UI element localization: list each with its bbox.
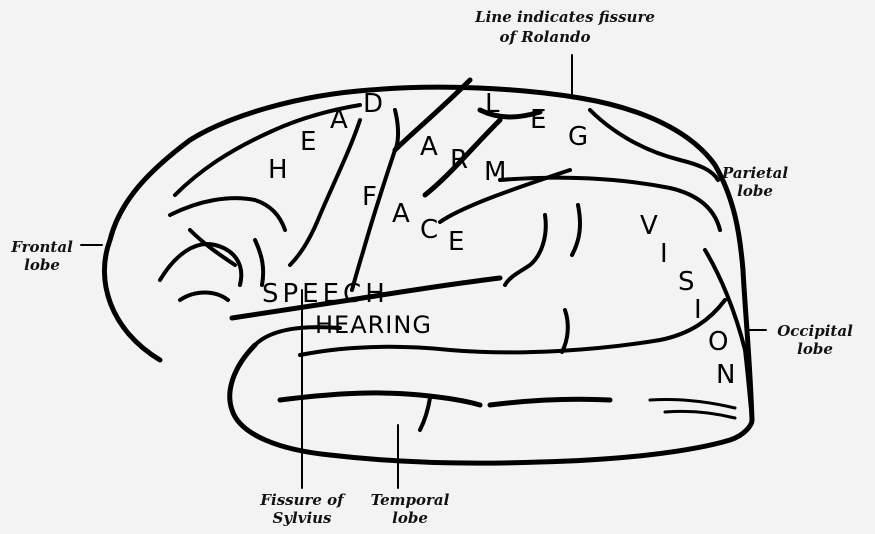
supramarginal-curl: [505, 215, 546, 285]
temporal-fork: [420, 398, 430, 430]
rolando-label-line2: of Rolando: [500, 28, 591, 46]
sylvius-label-line1: Fissure of: [259, 491, 346, 509]
region-hearing: HEARING: [315, 311, 432, 339]
rolando-label-line1: Line indicates fissure: [474, 8, 655, 26]
occipital-label-line1: Occipital: [777, 322, 853, 340]
inferior-temporal-sulcus: [280, 393, 610, 405]
arm-face-sulcus: [352, 150, 395, 290]
intraparietal-sulcus: [500, 178, 720, 230]
region-speech: SPEECH: [262, 279, 389, 309]
temporal-label-line2: lobe: [392, 509, 428, 527]
rolando-branch: [395, 110, 398, 150]
leg-sulcus: [425, 110, 540, 195]
frontal-label-line1: Frontal: [10, 238, 73, 256]
parietal-label-line2: lobe: [737, 182, 773, 200]
temporal-label-line1: Temporal: [371, 491, 450, 509]
occipital-lines: [650, 399, 735, 418]
occipital-label-line2: lobe: [797, 340, 833, 358]
sylvius-label-line2: Sylvius: [272, 509, 332, 527]
frontal-sulcus-lower: [170, 198, 285, 230]
parietal-label-line1: Parietal: [721, 164, 788, 182]
angular-mark: [572, 205, 580, 255]
frontal-lobule-curve: [160, 244, 241, 300]
frontal-label-line2: lobe: [24, 256, 60, 274]
temporal-branch: [562, 310, 568, 352]
inferior-frontal-branch: [190, 230, 263, 285]
